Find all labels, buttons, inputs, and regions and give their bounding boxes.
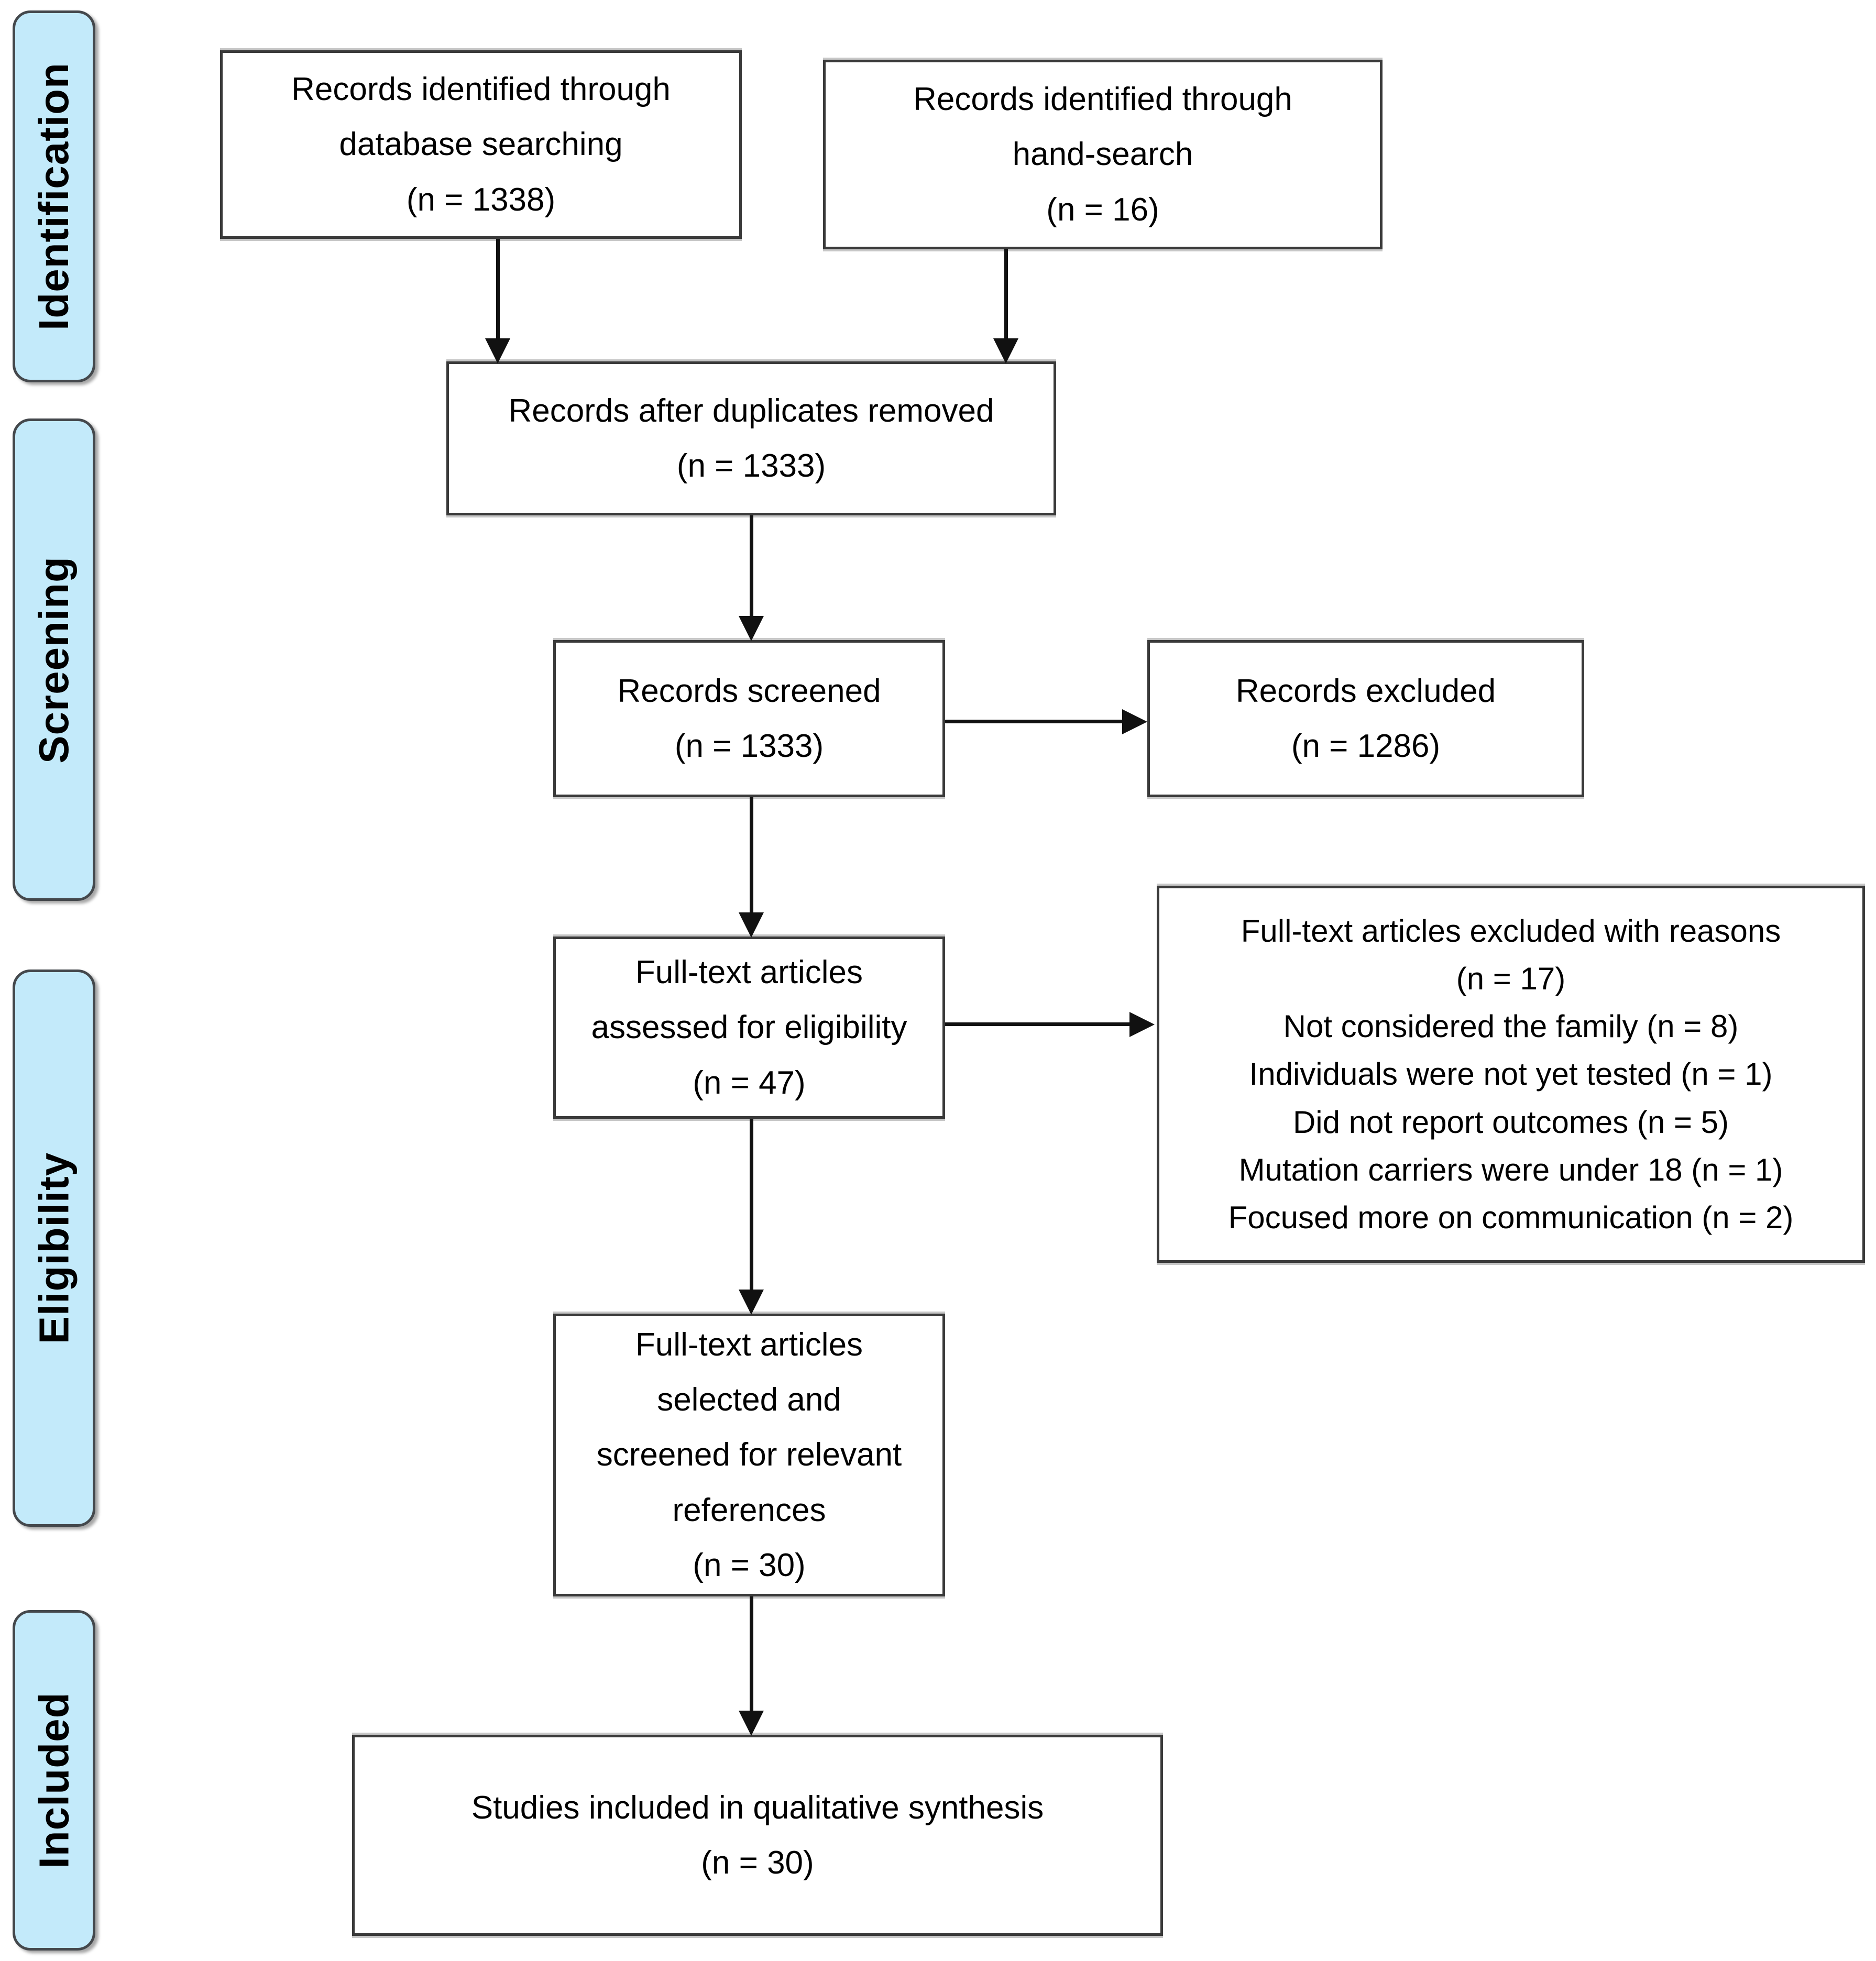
stage-included: Included bbox=[13, 1610, 95, 1951]
arrow-shaft bbox=[750, 1596, 753, 1713]
box-fulltext-selected: Full-text articles selected and screened… bbox=[553, 1314, 945, 1596]
box-records-identified-handsearch-text: Records identified through hand-search (… bbox=[913, 81, 1292, 228]
arrow-shaft bbox=[945, 1022, 1132, 1026]
box-fulltext-excluded-reasons: Full-text articles excluded with reasons… bbox=[1157, 886, 1865, 1263]
box-records-after-duplicates-text: Records after duplicates removed (n = 13… bbox=[508, 392, 994, 484]
box-records-identified-database: Records identified through database sear… bbox=[220, 50, 742, 239]
arrow-head-right-icon bbox=[1129, 1012, 1155, 1037]
arrow-head-right-icon bbox=[1122, 709, 1147, 734]
box-records-after-duplicates: Records after duplicates removed (n = 13… bbox=[446, 361, 1056, 515]
box-records-screened-text: Records screened (n = 1333) bbox=[617, 673, 881, 764]
arrow-shaft bbox=[750, 1119, 753, 1291]
arrow-shaft bbox=[496, 239, 500, 340]
box-included-qualitative: Studies included in qualitative synthesi… bbox=[352, 1735, 1163, 1936]
arrow-head-down-icon bbox=[739, 912, 764, 938]
arrow-shaft bbox=[1004, 249, 1008, 340]
box-records-excluded-text: Records excluded (n = 1286) bbox=[1235, 673, 1496, 764]
arrow-head-down-icon bbox=[739, 616, 764, 641]
arrow-shaft bbox=[750, 515, 753, 617]
box-included-qualitative-text: Studies included in qualitative synthesi… bbox=[471, 1789, 1044, 1881]
arrow-shaft bbox=[945, 720, 1125, 723]
box-fulltext-assessed-text: Full-text articles assessed for eligibil… bbox=[591, 954, 907, 1101]
box-records-identified-database-text: Records identified through database sear… bbox=[291, 71, 671, 218]
arrow-head-down-icon bbox=[485, 338, 510, 363]
stage-screening-label: Screening bbox=[30, 556, 78, 764]
arrow-head-down-icon bbox=[739, 1290, 764, 1315]
stage-screening: Screening bbox=[13, 418, 95, 901]
box-records-excluded: Records excluded (n = 1286) bbox=[1147, 640, 1584, 797]
arrow-head-down-icon bbox=[739, 1711, 764, 1736]
stage-eligibility-label: Eligibility bbox=[30, 1152, 77, 1345]
arrow-shaft bbox=[750, 797, 753, 913]
stage-identification-label: Identification bbox=[30, 62, 77, 330]
arrow-head-down-icon bbox=[993, 338, 1018, 363]
stage-identification: Identification bbox=[13, 10, 95, 382]
stage-included-label: Included bbox=[30, 1692, 77, 1869]
box-fulltext-assessed: Full-text articles assessed for eligibil… bbox=[553, 937, 945, 1119]
box-records-screened: Records screened (n = 1333) bbox=[553, 640, 945, 797]
box-records-identified-handsearch: Records identified through hand-search (… bbox=[823, 60, 1383, 249]
box-fulltext-excluded-reasons-text: Full-text articles excluded with reasons… bbox=[1228, 913, 1794, 1235]
stage-eligibility: Eligibility bbox=[13, 970, 95, 1527]
box-fulltext-selected-text: Full-text articles selected and screened… bbox=[596, 1326, 902, 1584]
